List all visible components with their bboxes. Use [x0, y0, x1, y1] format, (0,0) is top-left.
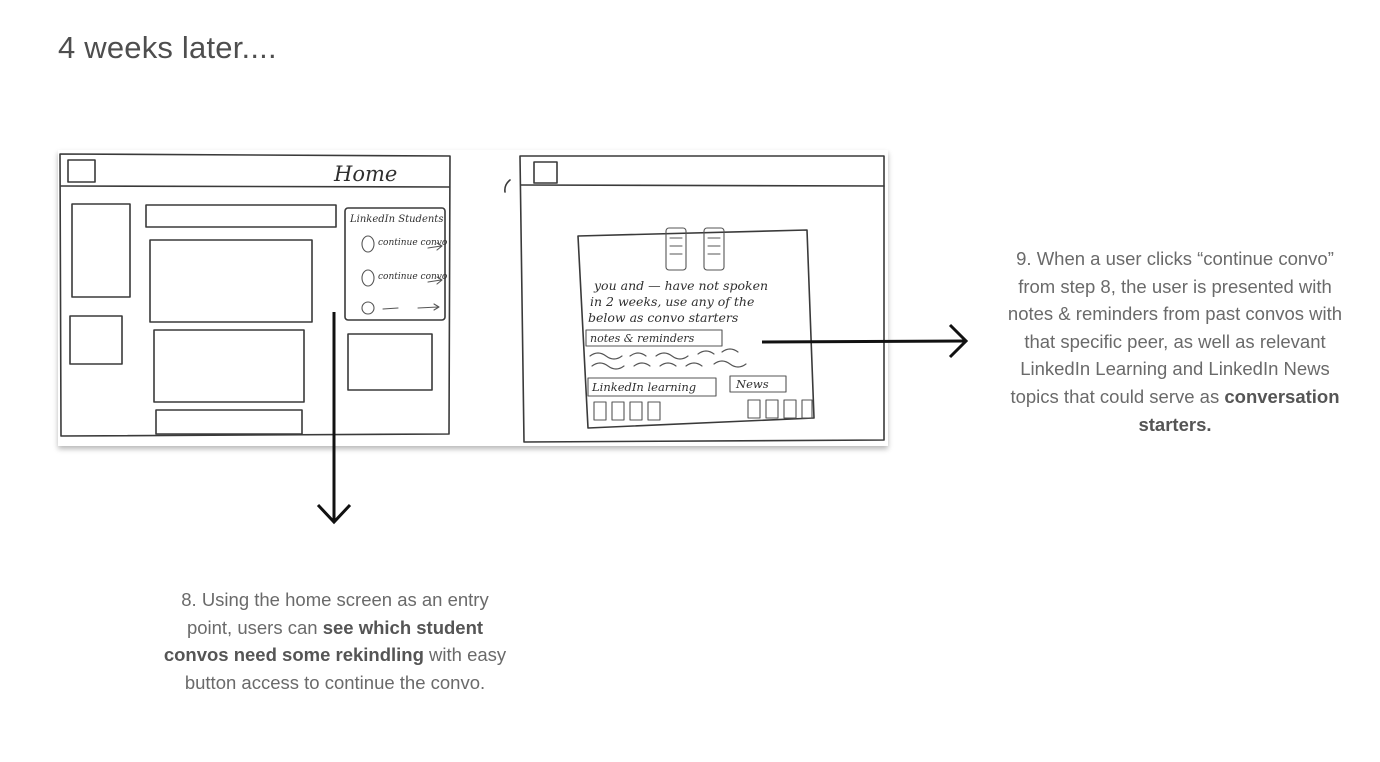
sketch-image: Home LinkedIn Students continue convo co… — [58, 150, 888, 446]
caption-step-9: 9. When a user clicks “continue convo” f… — [1005, 245, 1345, 438]
home-screen-sketch: Home LinkedIn Students continue convo co… — [59, 153, 451, 437]
caption-8-text-end: with easy button access to continue the … — [184, 644, 507, 693]
continue-convo-sketch-2: continue convo — [378, 272, 448, 282]
news-label: News — [735, 377, 769, 391]
caption-8-emphasis: see which student convos need some rekin… — [163, 616, 484, 666]
phone-icon-2 — [703, 227, 725, 271]
menu-box-icon-2 — [533, 161, 558, 184]
convo-screen-sketch: you and — have not spoken in 2 weeks, us… — [504, 155, 885, 443]
page-title: 4 weeks later.... — [58, 30, 277, 65]
message-line-2: in 2 weeks, use any of the — [590, 294, 754, 309]
message-line-1: you and — have not spoken — [593, 278, 768, 293]
menu-box-icon — [67, 159, 96, 183]
home-header-label: Home — [333, 162, 397, 186]
widget-title: LinkedIn Students — [349, 214, 443, 225]
caption-9-emphasis: conversation starters. — [1138, 385, 1340, 435]
phone-icon-1 — [665, 227, 687, 271]
wireframe-sketches: Home LinkedIn Students continue convo co… — [59, 153, 885, 443]
linkedin-learning-label: LinkedIn learning — [591, 380, 696, 394]
continue-convo-sketch-1: continue convo — [378, 238, 448, 248]
message-line-3: below as convo starters — [588, 310, 738, 325]
notes-reminders-label: notes & reminders — [590, 332, 695, 345]
caption-step-8: 8. Using the home screen as an entry poi… — [160, 586, 510, 696]
caption-8-text: 8. Using the home screen as an entry poi… — [181, 589, 489, 638]
caption-9-text: 9. When a user clicks “continue convo” f… — [1007, 248, 1343, 407]
